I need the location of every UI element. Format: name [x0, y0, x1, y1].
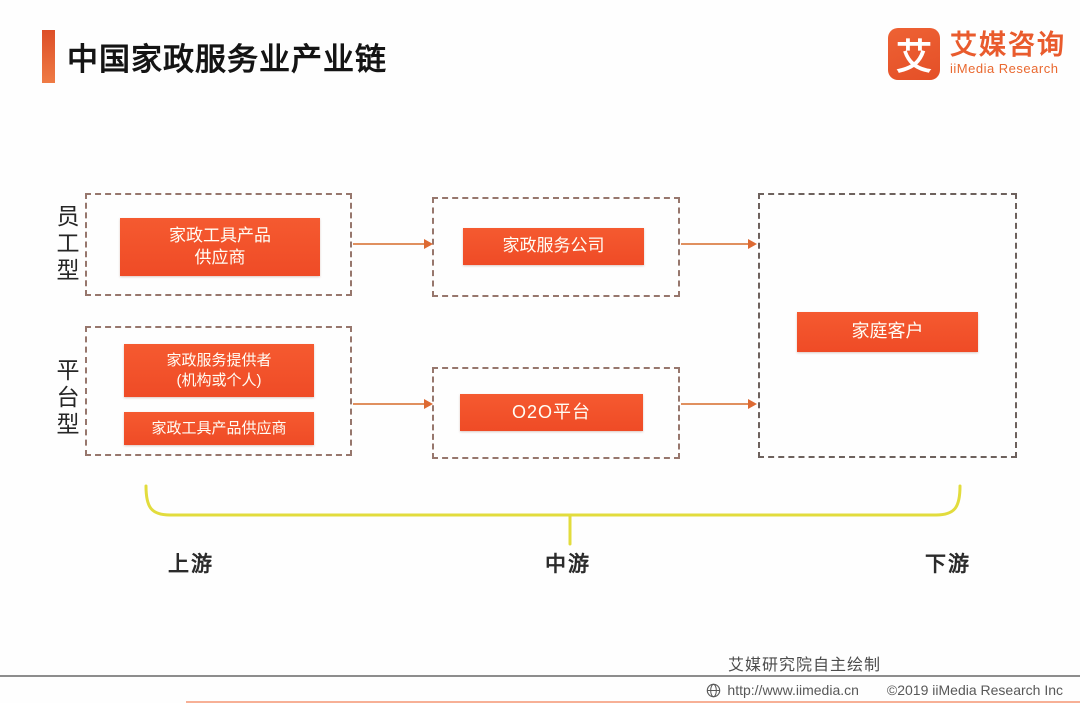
logo-text: 艾媒咨询 iiMedia Research	[950, 28, 1066, 77]
node-o2o-platform: O2O平台	[460, 394, 643, 431]
node-tool-product-supplier-platform: 家政工具产品供应商	[124, 412, 314, 445]
page-title: 中国家政服务业产业链	[67, 42, 387, 77]
group-employee-midstream	[432, 197, 680, 297]
stage-brace	[144, 484, 962, 546]
footer-url[interactable]: http://www.iimedia.cn	[727, 682, 859, 698]
node-household-customer-label: 家庭客户	[851, 321, 924, 342]
group-platform-midstream	[432, 367, 680, 459]
footer: http://www.iimedia.cn ©2019 iiMedia Rese…	[706, 682, 1063, 698]
group-downstream	[758, 193, 1017, 458]
node-tool-product-supplier: 家政工具产品 供应商	[120, 218, 320, 276]
row-label-platform-type: 平台型	[53, 358, 79, 439]
node-service-provider: 家政服务提供者 (机构或个人)	[124, 344, 314, 397]
logo-name-cn: 艾媒咨询	[950, 30, 1066, 60]
node-tool-product-supplier-line2: 供应商	[194, 248, 246, 267]
node-o2o-platform-label: O2O平台	[511, 401, 591, 422]
row-label-employee-type: 员工型	[53, 204, 79, 285]
title-accent-bar	[42, 30, 55, 83]
logo-name-en: iiMedia Research	[950, 61, 1059, 77]
footer-copyright: ©2019 iiMedia Research Inc	[886, 682, 1063, 698]
node-tool-product-supplier-platform-label: 家政工具产品供应商	[151, 419, 287, 437]
arrow-o2o-to-household	[681, 399, 757, 409]
globe-icon	[707, 683, 721, 697]
stage-label-upstream: 上游	[168, 553, 214, 576]
node-household-customer: 家庭客户	[797, 312, 978, 352]
node-tool-product-supplier-line1: 家政工具产品	[169, 225, 271, 245]
group-employee-upstream	[85, 193, 352, 296]
footer-divider	[0, 675, 1080, 677]
arrow-company-to-household	[681, 239, 757, 249]
node-service-provider-line1: 家政服务提供者	[166, 352, 272, 369]
stage-label-downstream: 下游	[925, 553, 971, 576]
stage-label-midstream: 中游	[545, 553, 591, 576]
arrow-supplier-to-company	[353, 239, 433, 249]
group-platform-upstream	[85, 326, 352, 456]
node-service-provider-line2: (机构或个人)	[176, 371, 262, 389]
iimedia-logo: 艾 艾媒咨询 iiMedia Research	[888, 28, 1066, 80]
iimedia-logo-icon: 艾	[888, 28, 940, 80]
arrow-provider-to-o2o	[353, 399, 433, 409]
source-note: 艾媒研究院自主绘制	[728, 657, 882, 674]
bottom-accent-strip	[186, 701, 1080, 703]
node-service-company: 家政服务公司	[463, 228, 644, 265]
node-service-company-label: 家政服务公司	[502, 236, 605, 256]
